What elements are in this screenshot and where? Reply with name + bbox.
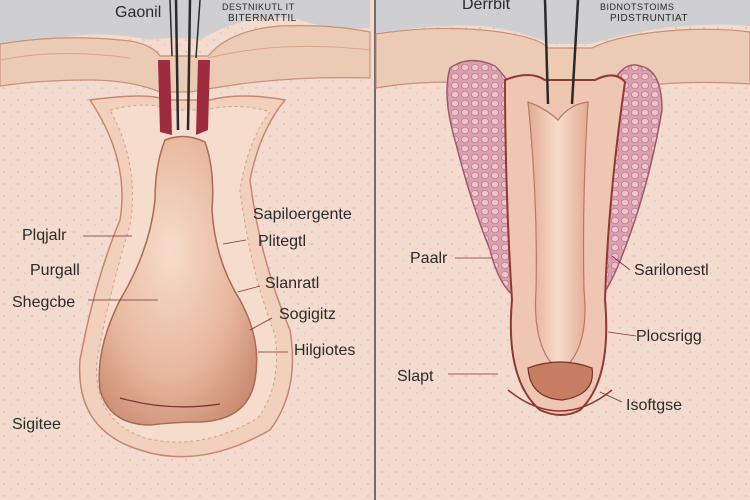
label-plocsrigg: Plocsrigg bbox=[636, 328, 702, 345]
label-sogigitz: Sogigitz bbox=[279, 306, 336, 323]
bulb-base bbox=[527, 361, 594, 401]
label-biternattil: BITERNATTIL bbox=[228, 13, 297, 24]
epidermis-layer bbox=[0, 25, 371, 93]
label-destnikutl: DESTNIKUTL IT bbox=[222, 2, 295, 12]
gray-band bbox=[0, 0, 370, 44]
leader-line bbox=[611, 255, 631, 271]
label-sapiloergente: Sapiloergente bbox=[253, 206, 352, 223]
hair-strand bbox=[543, 0, 550, 105]
label-purgall: Purgall bbox=[30, 262, 80, 279]
label-plqjalr: Plqjalr bbox=[22, 227, 67, 244]
label-derrbit: Derrbit bbox=[462, 0, 511, 13]
leader-line bbox=[222, 239, 247, 245]
base-arc bbox=[507, 389, 613, 412]
label-shegcbe: Shegcbe bbox=[12, 294, 76, 311]
bulb-structure bbox=[98, 135, 258, 426]
label-pidstruntiat: PIDSTRUNTIAT bbox=[610, 13, 689, 24]
skin-line bbox=[0, 45, 371, 61]
hair-strand bbox=[169, 0, 173, 57]
inner-shaft bbox=[527, 101, 589, 373]
left-panel bbox=[0, 0, 371, 458]
label-sarilonestl: Sarilonestl bbox=[634, 262, 709, 279]
label-slanratl: Slanratl bbox=[265, 275, 320, 292]
label-slapt: Slapt bbox=[397, 368, 434, 385]
label-bidnotstoims: BIDNOTSTOIMS bbox=[600, 2, 675, 12]
leader-line bbox=[607, 331, 637, 337]
shaft-left-tissue bbox=[158, 60, 172, 135]
label-isoftgse: Isoftgse bbox=[626, 397, 683, 414]
leader-line bbox=[249, 317, 273, 331]
label-gaonil: Gaonil bbox=[115, 4, 162, 21]
shaft-right-tissue bbox=[196, 60, 210, 135]
leader-line bbox=[237, 285, 261, 293]
bulb-base-line bbox=[119, 397, 221, 408]
hair-strand bbox=[186, 0, 192, 131]
right-panel bbox=[375, 0, 750, 416]
label-paalr: Paalr bbox=[410, 250, 448, 267]
hair-strand bbox=[195, 0, 201, 59]
gray-band bbox=[376, 0, 750, 44]
label-plitegtl: Plitegtl bbox=[258, 233, 307, 250]
hair-strand bbox=[570, 0, 580, 105]
label-sigitee: Sigitee bbox=[12, 416, 61, 433]
label-hilgiotes: Hilgiotes bbox=[294, 342, 356, 359]
hair-strand bbox=[174, 0, 180, 131]
leader-line bbox=[599, 391, 623, 403]
